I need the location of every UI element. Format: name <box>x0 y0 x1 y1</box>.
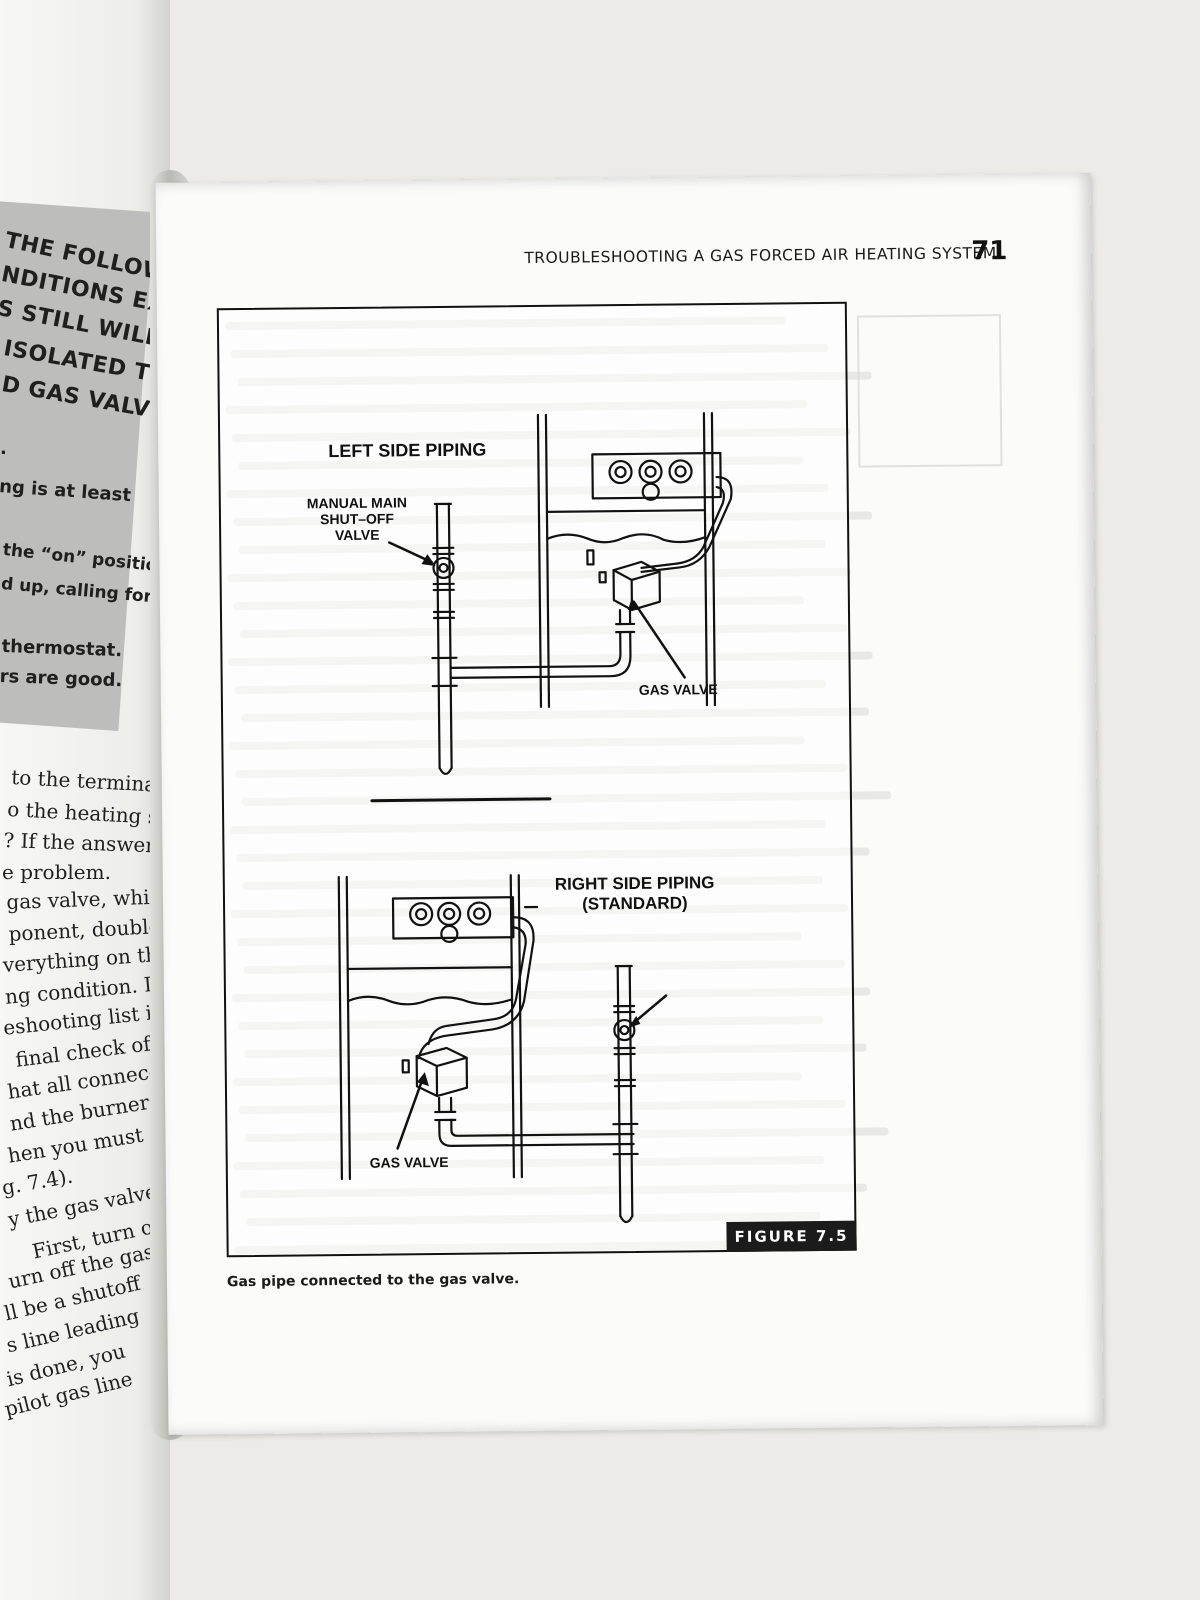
right-side-piping-line: RIGHT SIDE PIPING <box>554 873 715 894</box>
arrow-manual-valve-bottom <box>631 994 668 1026</box>
furnace-cabinet-bottom <box>337 874 524 1181</box>
manual-valve-label-line: MANUAL MAIN <box>306 494 407 512</box>
burner-manifold-bottom <box>391 896 539 1060</box>
figure-caption: Gas pipe connected to the gas valve. <box>226 1271 520 1291</box>
manual-valve-label: MANUAL MAIN SHUT–OFF VALVE <box>307 494 408 543</box>
left-box-subline: rs are good. <box>0 666 123 692</box>
left-box-subline: . <box>0 438 7 459</box>
page-number: 71 <box>971 236 1008 267</box>
arrow-gas-valve-top <box>632 600 686 679</box>
gas-valve-label-top: GAS VALVE <box>638 681 718 698</box>
burner-manifold-top <box>591 451 733 573</box>
left-body-line: o the heating sys- <box>6 797 170 831</box>
left-side-piping-title: LEFT SIDE PIPING <box>328 439 487 462</box>
figure-tag: FIGURE 7.5 <box>726 1220 857 1253</box>
left-body-line: ponent, double- <box>8 913 168 946</box>
gas-valve-bottom <box>401 1046 635 1147</box>
gas-valve-label-bottom: GAS VALVE <box>369 1153 449 1171</box>
right-page: TROUBLESHOOTING A GAS FORCED AIR HEATING… <box>155 173 1104 1435</box>
left-body-line: verything on the <box>2 941 170 977</box>
left-body-line: g. 7.4). <box>0 1163 75 1200</box>
arrow-gas-valve-bottom <box>396 1076 425 1150</box>
left-body-line: e problem. <box>2 860 111 884</box>
furnace-cabinet-top <box>536 412 717 709</box>
left-body-line: ? If the answer is <box>3 828 170 859</box>
left-page: THE FOLLOWING NDITIONS EXIST S STILL WIL… <box>0 0 170 1600</box>
figure-frame: LEFT SIDE PIPING MANUAL MAIN SHUT–OFF VA… <box>216 301 857 1258</box>
left-box-subline: thermostat. <box>1 636 123 662</box>
manual-valve-label-line: VALVE <box>334 526 380 544</box>
manual-shutoff-valve-bottom <box>612 964 639 1224</box>
manual-valve-label-line: SHUT–OFF <box>320 510 395 528</box>
left-body-line: to the terminals, <box>10 765 170 798</box>
left-body-line: gas valve, which <box>6 884 170 914</box>
piping-diagram <box>337 412 733 1224</box>
gas-valve-top <box>449 549 661 679</box>
bleed-through-sidebar <box>856 314 1003 468</box>
manual-shutoff-valve-top <box>431 502 458 775</box>
arrow-manual-valve <box>387 541 433 564</box>
right-side-piping-line: (STANDARD) <box>582 892 688 914</box>
right-side-piping-title: RIGHT SIDE PIPING (STANDARD) <box>555 873 715 914</box>
